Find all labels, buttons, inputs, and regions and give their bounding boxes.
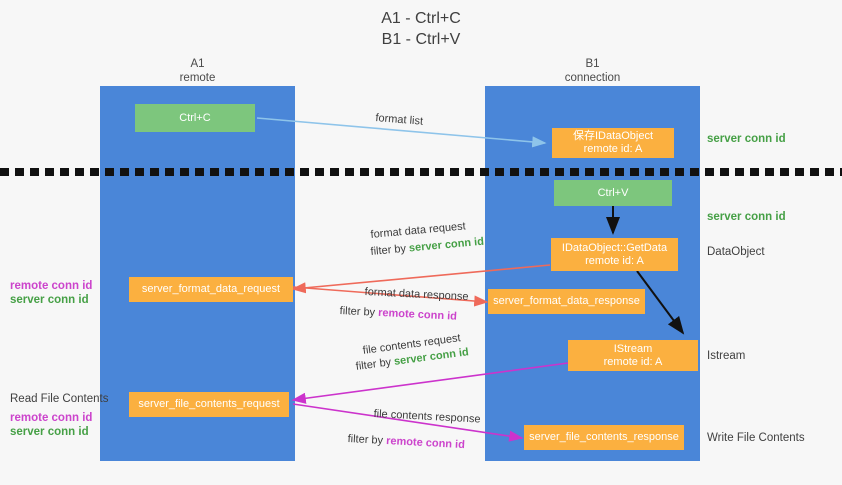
arrow-file-contents-response xyxy=(292,403,524,442)
box-server-file-contents-request[interactable]: server_file_contents_request xyxy=(129,392,289,417)
arrow-format-data-request xyxy=(291,264,551,294)
box-server-format-data-request[interactable]: server_format_data_request xyxy=(129,277,293,302)
box-ctrl-v[interactable]: Ctrl+V xyxy=(554,180,672,206)
label-server-conn-id-mid: server conn id xyxy=(707,211,786,223)
box-istream[interactable]: IStream remote id: A xyxy=(568,340,698,371)
label-istream: Istream xyxy=(707,350,746,362)
box-ctrl-c[interactable]: Ctrl+C xyxy=(135,104,255,132)
lane-header-b1: B1 connection xyxy=(564,58,621,84)
label-file-server-conn-id: server conn id xyxy=(10,426,89,438)
filter-prefix: filter by xyxy=(339,304,379,319)
label-read-file-contents: Read File Contents xyxy=(10,393,109,405)
filter-prefix: filter by xyxy=(347,432,387,447)
arrow-file-contents-request xyxy=(291,362,569,404)
dashed-separator xyxy=(0,168,842,176)
box-server-format-data-response[interactable]: server_format_data_response xyxy=(488,289,645,314)
box-save-idataobject[interactable]: 保存IDataObject remote id: A xyxy=(552,128,674,158)
box-idataobject-getdata[interactable]: IDataObject::GetData remote id: A xyxy=(551,238,678,271)
arrow-getdata-to-istream xyxy=(636,270,685,335)
label-dataobject: DataObject xyxy=(707,246,765,258)
arrow-format-data-response xyxy=(292,286,489,307)
box-server-file-contents-response[interactable]: server_file_contents_response xyxy=(524,425,684,450)
arrow-format-list xyxy=(256,117,547,148)
label-format-remote-conn-id: remote conn id xyxy=(10,280,93,292)
lane-header-a1: A1 remote xyxy=(179,58,216,84)
filter-value-remote-conn-id: remote conn id xyxy=(377,306,458,323)
label-file-remote-conn-id: remote conn id xyxy=(10,412,93,424)
label-format-server-conn-id: server conn id xyxy=(10,294,89,306)
page-title: A1 - Ctrl+C B1 - Ctrl+V xyxy=(381,10,461,48)
label-server-conn-id-top: server conn id xyxy=(707,133,786,145)
filter-prefix: filter by xyxy=(370,242,410,258)
label-write-file-contents: Write File Contents xyxy=(707,432,805,444)
